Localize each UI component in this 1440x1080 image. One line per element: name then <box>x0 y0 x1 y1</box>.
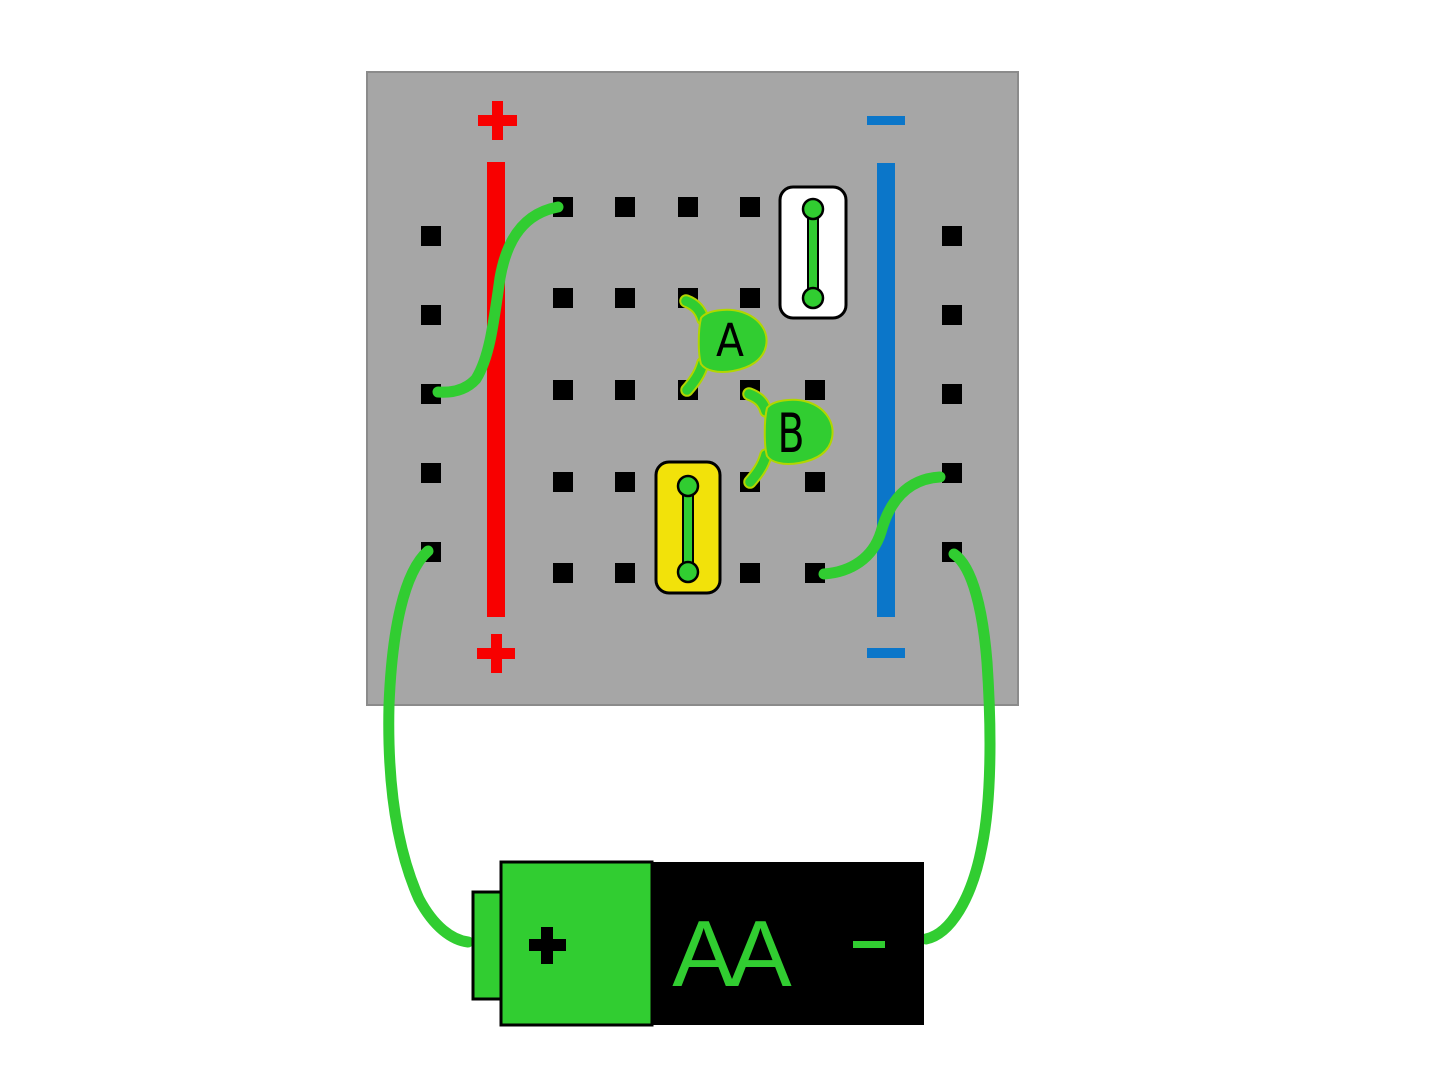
breadboard-hole <box>740 563 760 583</box>
wire-left-rail-to-battery-positive <box>383 545 474 948</box>
negative-symbol-top-icon <box>867 116 905 125</box>
battery-positive-cap <box>499 860 654 1027</box>
breadboard-hole <box>615 288 635 308</box>
positive-rail-bar <box>487 162 505 617</box>
breadboard-hole <box>553 472 573 492</box>
marker-b-label: B <box>778 402 805 465</box>
wire-row1-to-left-rail <box>432 201 564 398</box>
jumper-yellow <box>654 460 722 595</box>
marker-b-body <box>763 398 834 466</box>
wire-right-rail-to-battery-negative <box>920 548 996 945</box>
marker-b: B <box>742 387 834 489</box>
breadboard-hole <box>615 472 635 492</box>
breadboard-hole <box>615 563 635 583</box>
battery-minus-icon <box>853 941 885 948</box>
breadboard-hole <box>740 288 760 308</box>
jumper-yellow-link-icon <box>676 474 700 584</box>
battery-plus-icon <box>529 927 566 964</box>
breadboard-hole <box>615 197 635 217</box>
wire-right-rail-to-row5 <box>818 471 946 580</box>
breadboard-hole <box>805 563 825 583</box>
battery: AA <box>471 860 924 1027</box>
jumper-white-link-icon <box>801 197 825 310</box>
breadboard-hole <box>942 226 962 246</box>
breadboard-hole <box>553 380 573 400</box>
breadboard-hole <box>740 197 760 217</box>
battery-type-label: AA <box>672 901 792 1006</box>
breadboard-hole <box>942 463 962 483</box>
breadboard-hole <box>553 288 573 308</box>
breadboard-hole <box>421 305 441 325</box>
positive-symbol-bottom-icon <box>477 634 515 673</box>
breadboard-hole <box>805 472 825 492</box>
positive-symbol-top-icon <box>478 101 517 140</box>
marker-b-tails <box>744 389 771 487</box>
marker-a-body <box>697 308 768 374</box>
marker-a-label: A <box>716 314 744 367</box>
breadboard-hole <box>942 305 962 325</box>
breadboard-hole <box>421 463 441 483</box>
breadboard-hole <box>553 563 573 583</box>
negative-rail-bar <box>877 163 895 617</box>
negative-symbol-bottom-icon <box>867 648 905 658</box>
marker-a: A <box>679 294 768 397</box>
breadboard-hole <box>678 197 698 217</box>
jumper-white <box>778 185 848 320</box>
breadboard-holes <box>421 197 962 583</box>
battery-positive-terminal <box>471 890 504 1001</box>
breadboard: A B <box>366 71 1019 948</box>
breadboard-hole <box>615 380 635 400</box>
breadboard-hole <box>805 380 825 400</box>
breadboard-hole <box>942 384 962 404</box>
breadboard-hole <box>421 226 441 246</box>
